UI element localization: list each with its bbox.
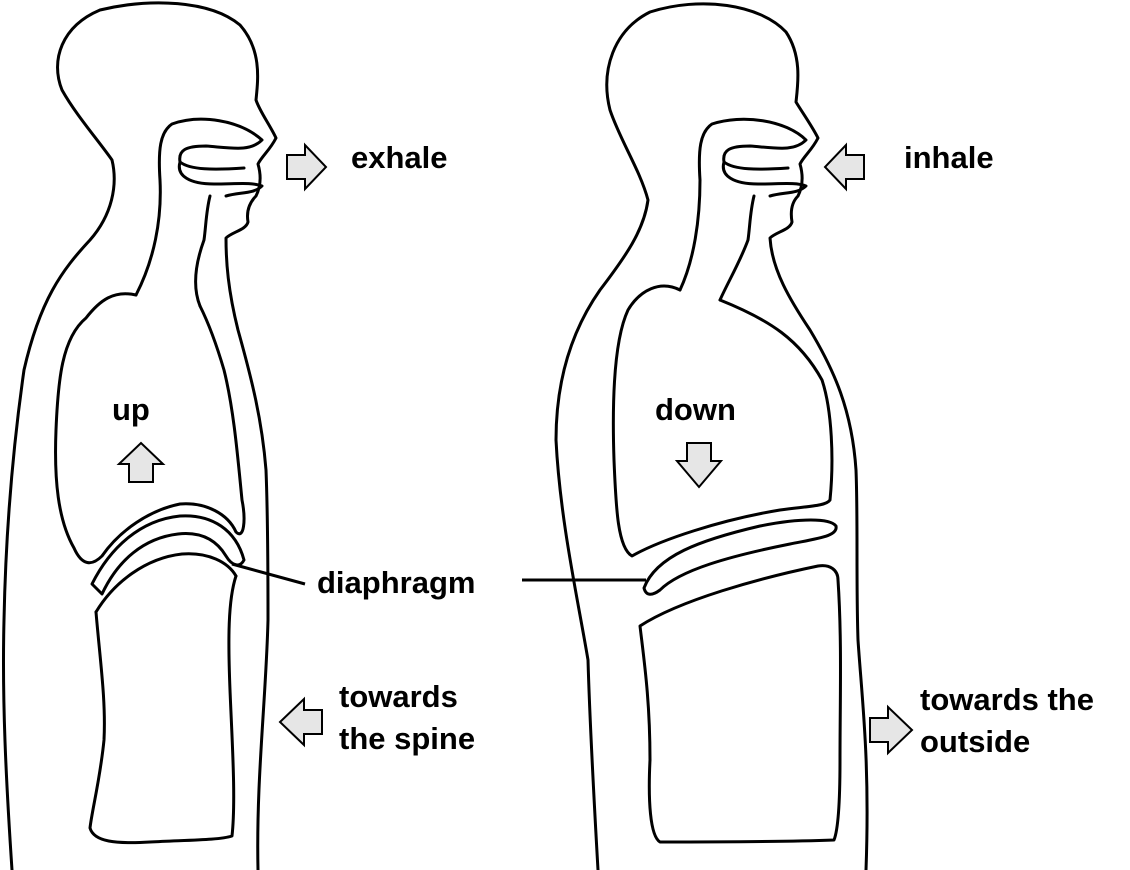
outside-label-line2: outside	[920, 724, 1030, 759]
exhale-arrow-icon	[287, 145, 326, 189]
inhale-abdomen-outline	[640, 566, 841, 842]
exhale-label: exhale	[351, 140, 448, 175]
spine-arrow-icon	[280, 699, 322, 745]
exhale-figure	[3, 3, 276, 870]
inhale-label: inhale	[904, 140, 994, 175]
inhale-trachea	[720, 196, 754, 300]
outside-label-line1: towards the	[920, 682, 1094, 717]
exhale-upper-airway	[136, 119, 262, 295]
spine-label-line1: towards	[339, 679, 458, 714]
inhale-upper-airway	[680, 119, 806, 290]
up-label: up	[112, 392, 150, 427]
down-label: down	[655, 392, 736, 427]
spine-label-line2: the spine	[339, 721, 475, 756]
exhale-diaphragm-upper	[92, 516, 244, 594]
diaphragm-label: diaphragm	[317, 565, 475, 600]
exhale-trachea	[196, 196, 210, 306]
outside-arrow-icon	[870, 707, 912, 753]
inhale-figure	[556, 4, 867, 870]
inhale-arrow-icon	[825, 145, 864, 189]
exhale-diaphragm-lower	[96, 554, 236, 612]
down-arrow-icon	[677, 443, 721, 487]
exhale-abdomen-outline	[90, 576, 236, 843]
inhale-body-outline	[556, 4, 867, 870]
up-arrow-icon	[119, 443, 163, 482]
inhale-diaphragm	[644, 520, 836, 594]
